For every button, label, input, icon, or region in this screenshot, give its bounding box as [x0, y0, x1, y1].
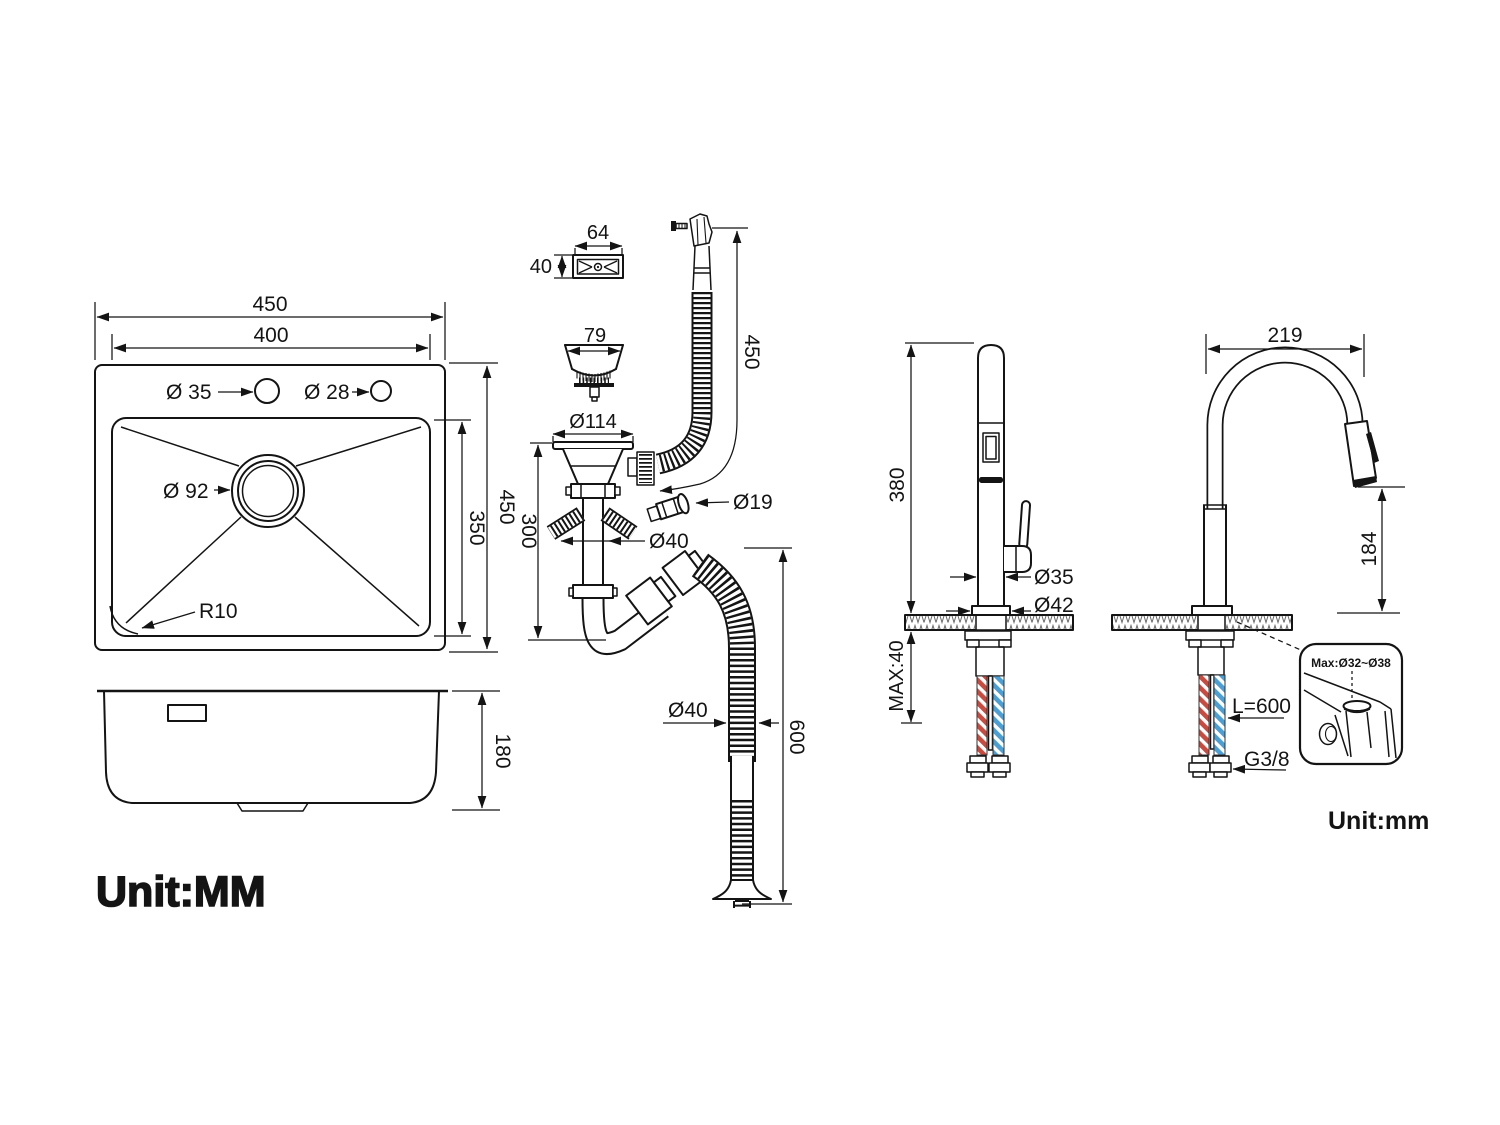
- dim-overflow-hose-length: 450: [740, 334, 763, 369]
- dim-trap-height: 300: [517, 513, 540, 548]
- dim-max-deck-thickness: MAX:40: [886, 640, 908, 711]
- dim-tailpiece-diameter: Ø40: [649, 530, 689, 553]
- dim-mount-width: 400: [253, 324, 288, 347]
- sink-top-view: 450 400 450 350 Ø 35 Ø 28 Ø 92 R10: [94, 293, 518, 653]
- hot-supply-hose: [976, 675, 988, 756]
- drain-kit: 64 40 79 Ø114: [517, 213, 808, 909]
- strainer-basket: 79: [564, 325, 624, 402]
- dim-base-diameter: Ø42: [1034, 594, 1074, 617]
- corner-radius-arc: [109, 605, 139, 635]
- faucet-hole: [254, 378, 280, 404]
- sink-side-view: 180: [97, 689, 514, 812]
- label-overflow-fitting: Ø19: [733, 491, 773, 514]
- overflow-fitting: Ø19: [646, 491, 773, 523]
- hose-connectors: [1188, 755, 1232, 778]
- dim-outer-depth: 450: [495, 489, 518, 524]
- dim-outlet-hose-length: 600: [785, 719, 808, 754]
- dim-supply-hose-length: L=600: [1232, 695, 1291, 718]
- dim-body-diameter: Ø35: [1034, 566, 1074, 589]
- cold-supply-hose: [1213, 674, 1226, 756]
- mounting-shank: [975, 614, 1007, 631]
- label-soap-hole: Ø 28: [304, 381, 350, 404]
- hose-connectors: [966, 755, 1011, 778]
- faucet-handle-lever: [1018, 500, 1031, 550]
- label-corner-radius: R10: [199, 600, 238, 623]
- unit-note-right: Unit:mm: [1328, 807, 1429, 835]
- dim-strainer-width: 79: [584, 325, 606, 347]
- dim-bowl-depth: 350: [465, 510, 488, 545]
- spray-head-paddle: [1366, 432, 1379, 463]
- dim-bowl-height: 180: [491, 733, 514, 768]
- dim-overflow-cover-width: 64: [587, 222, 609, 244]
- faucet-side-view: 219 184 L=600 G3/8 Max:Ø32~Ø38 Unit:mm: [1111, 324, 1429, 835]
- label-mount-hole-range: Max:Ø32~Ø38: [1311, 656, 1391, 670]
- dim-outlet-hose-diameter: Ø40: [668, 699, 708, 722]
- hot-supply-hose: [1198, 674, 1210, 756]
- dim-overflow-cover-height: 40: [530, 256, 552, 278]
- dim-flange-diameter: Ø114: [569, 411, 616, 433]
- drain-boss: [236, 802, 309, 812]
- base-escutcheon: [1191, 605, 1233, 616]
- outlet-hose: Ø40 600: [663, 547, 808, 909]
- faucet-handle-hub: [1003, 545, 1032, 573]
- label-connector-thread: G3/8: [1244, 748, 1290, 771]
- dim-faucet-height: 380: [886, 467, 909, 502]
- dim-spout-height: 184: [1358, 531, 1381, 566]
- dim-outer-width: 450: [252, 293, 287, 316]
- drain-hole: [231, 454, 305, 528]
- dim-spout-reach: 219: [1267, 324, 1302, 347]
- bowl-diagonals: [120, 426, 422, 627]
- overflow-opening: [167, 704, 207, 722]
- label-faucet-hole: Ø 35: [166, 381, 212, 404]
- cold-supply-hose: [992, 675, 1005, 756]
- overflow-cover: 64 40: [530, 222, 624, 279]
- label-drain-hole: Ø 92: [163, 480, 209, 503]
- overflow-hose: 450: [627, 213, 763, 495]
- drain-flange-and-trap: Ø114: [546, 411, 710, 655]
- unit-note-left: Unit:MM: [96, 868, 266, 916]
- spray-head: [1344, 420, 1379, 488]
- faucet-base-flange: [971, 605, 1011, 616]
- mount-hole-detail-inset: Max:Ø32~Ø38: [1298, 642, 1404, 766]
- soap-dispenser-hole: [370, 380, 392, 402]
- countertop-hatch: [906, 616, 975, 629]
- faucet-front-view: 380 Ø35 Ø42 MAX:40: [886, 342, 1074, 778]
